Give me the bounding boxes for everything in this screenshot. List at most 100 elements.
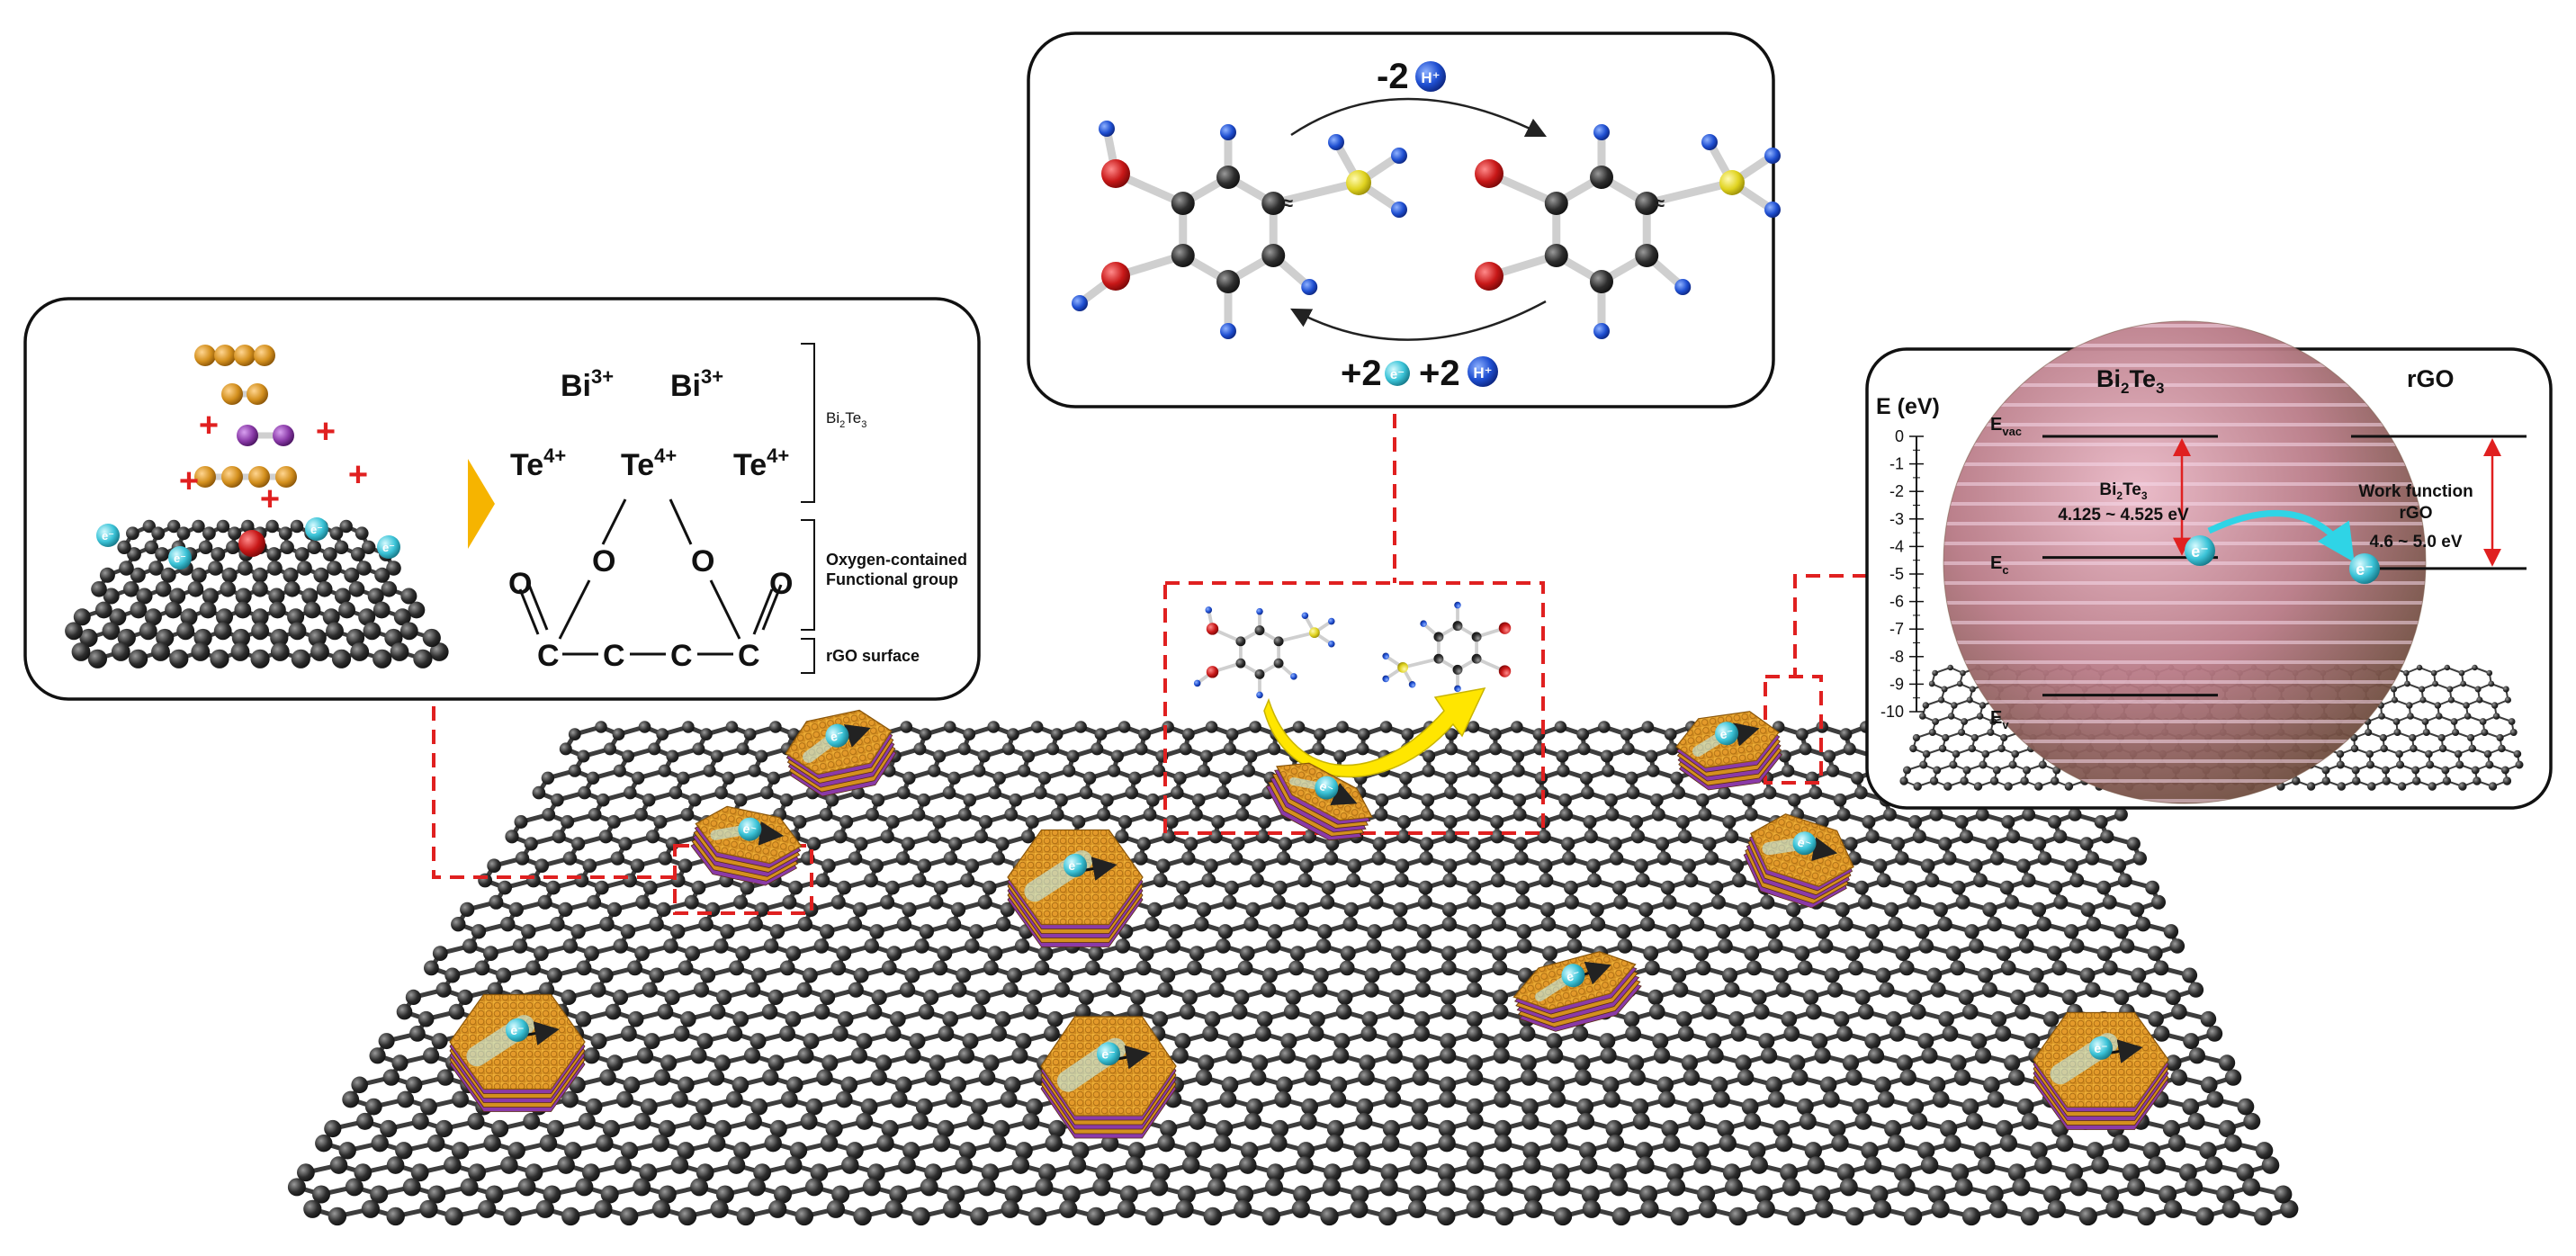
left-graphene-atom bbox=[91, 581, 107, 597]
graphene-atom bbox=[1982, 982, 1997, 998]
graphene-atom bbox=[1323, 1178, 1341, 1196]
carbon-atom-4: C bbox=[738, 639, 760, 673]
oxygen-atom bbox=[1207, 623, 1218, 634]
graphene-atom bbox=[1815, 1047, 1831, 1063]
graphene-atom bbox=[1109, 968, 1125, 983]
graphene-atom bbox=[1026, 815, 1039, 829]
graphene-atom bbox=[1055, 982, 1070, 998]
graphene-atom bbox=[1180, 1004, 1196, 1020]
graphene-atom bbox=[1599, 1033, 1615, 1049]
graphene-atom bbox=[729, 961, 744, 976]
graphene-atom bbox=[749, 917, 763, 931]
graphene-atom bbox=[1271, 895, 1286, 910]
graphene-atom bbox=[992, 1120, 1010, 1137]
graphene-atom bbox=[1797, 1099, 1814, 1116]
graphene-atom bbox=[697, 1033, 714, 1049]
plus-charge-3: + bbox=[179, 462, 199, 500]
graphene-atom bbox=[418, 1011, 435, 1027]
graphene-atom bbox=[737, 742, 749, 755]
graphene-atom bbox=[372, 1135, 389, 1152]
graphene-atom bbox=[1861, 1142, 1878, 1159]
graphene-atom bbox=[579, 1113, 596, 1130]
graphene-atom bbox=[1754, 1004, 1770, 1020]
graphene-atom bbox=[1220, 1091, 1237, 1108]
graphene-atom bbox=[616, 1091, 633, 1108]
graphene-atom bbox=[1548, 1077, 1566, 1094]
graphene-atom bbox=[1200, 750, 1213, 763]
plus-charge-2: + bbox=[316, 413, 336, 451]
graphene-atom bbox=[1658, 1091, 1675, 1108]
graphene-atom bbox=[1684, 874, 1699, 888]
graphene-atom bbox=[785, 1011, 802, 1027]
graphene-atom bbox=[2043, 1011, 2060, 1027]
graphene-atom bbox=[569, 728, 581, 740]
right-graphene-atom bbox=[1993, 767, 2001, 775]
graphene-atom bbox=[2148, 1156, 2166, 1174]
graphene-atom bbox=[1566, 924, 1581, 938]
graphene-atom bbox=[1811, 1033, 1827, 1049]
graphene-atom bbox=[1514, 837, 1528, 850]
graphene-atom bbox=[1223, 895, 1237, 910]
graphene-atom bbox=[1854, 786, 1868, 800]
graphene-atom bbox=[688, 794, 702, 807]
graphene-atom bbox=[1300, 1113, 1317, 1130]
graphene-atom bbox=[880, 895, 894, 910]
left-graphene-atom bbox=[88, 650, 107, 668]
graphene-atom bbox=[1231, 837, 1244, 850]
graphene-atom bbox=[1962, 1099, 1979, 1116]
graphene-atom bbox=[2005, 895, 2019, 910]
graphene-atom bbox=[1580, 772, 1593, 785]
graphene-atom bbox=[1736, 1054, 1752, 1071]
graphene-atom bbox=[854, 968, 869, 983]
graphene-atom bbox=[677, 772, 689, 785]
graphene-atom bbox=[1038, 946, 1054, 961]
graphene-atom bbox=[1547, 1047, 1563, 1063]
right-graphene-atom bbox=[2505, 696, 2511, 703]
graphene-atom bbox=[1844, 742, 1856, 755]
graphene-atom bbox=[732, 1077, 749, 1094]
graphene-atom bbox=[1888, 1135, 1905, 1152]
graphene-atom bbox=[1633, 1113, 1650, 1130]
graphene-atom bbox=[437, 1069, 453, 1085]
graphene-atom bbox=[1943, 851, 1956, 865]
graphene-atom bbox=[1550, 1135, 1567, 1152]
graphene-atom bbox=[365, 1099, 382, 1116]
graphene-atom bbox=[1732, 874, 1746, 888]
graphene-atom bbox=[1216, 786, 1230, 800]
graphene-atom bbox=[1168, 924, 1182, 938]
graphene-atom bbox=[1800, 742, 1812, 755]
graphene-atom bbox=[1520, 1026, 1536, 1042]
graphene-atom bbox=[1624, 1011, 1640, 1027]
graphene-atom bbox=[1625, 1026, 1641, 1042]
graphene-atom bbox=[1411, 1113, 1428, 1130]
graphene-atom bbox=[913, 742, 926, 755]
graphene-atom bbox=[1640, 1200, 1658, 1218]
graphene-atom bbox=[885, 1026, 902, 1042]
graphene-atom bbox=[391, 1054, 408, 1071]
svg-text:e⁻: e⁻ bbox=[382, 541, 395, 554]
graphene-atom bbox=[1831, 1135, 1848, 1152]
graphene-atom bbox=[595, 721, 607, 733]
right-graphene-atom bbox=[2382, 767, 2390, 775]
graphene-atom bbox=[1737, 902, 1751, 917]
graphene-atom bbox=[853, 1207, 871, 1225]
graphene-atom bbox=[932, 815, 946, 829]
graphene-atom bbox=[1725, 830, 1738, 843]
graphene-atom bbox=[1744, 1113, 1761, 1130]
right-graphene-atom bbox=[1932, 718, 1939, 725]
graphene-atom bbox=[613, 990, 628, 1005]
graphene-atom bbox=[1218, 772, 1231, 785]
graphene-atom bbox=[1250, 874, 1264, 888]
bracket-label-oxygen-2: Functional group bbox=[826, 570, 958, 588]
work-function-label-1: Work function bbox=[2358, 482, 2473, 501]
graphene-atom bbox=[2188, 982, 2204, 998]
graphene-atom bbox=[1858, 895, 1872, 910]
graphene-atom bbox=[1165, 938, 1180, 954]
graphene-atom bbox=[2151, 895, 2166, 910]
graphene-atom bbox=[1420, 837, 1433, 850]
graphene-atom bbox=[406, 990, 421, 1005]
plus-charge-5: + bbox=[348, 456, 368, 494]
right-graphene-atom bbox=[2485, 761, 2493, 769]
graphene-atom bbox=[872, 990, 887, 1005]
right-graphene-atom bbox=[2423, 729, 2430, 736]
